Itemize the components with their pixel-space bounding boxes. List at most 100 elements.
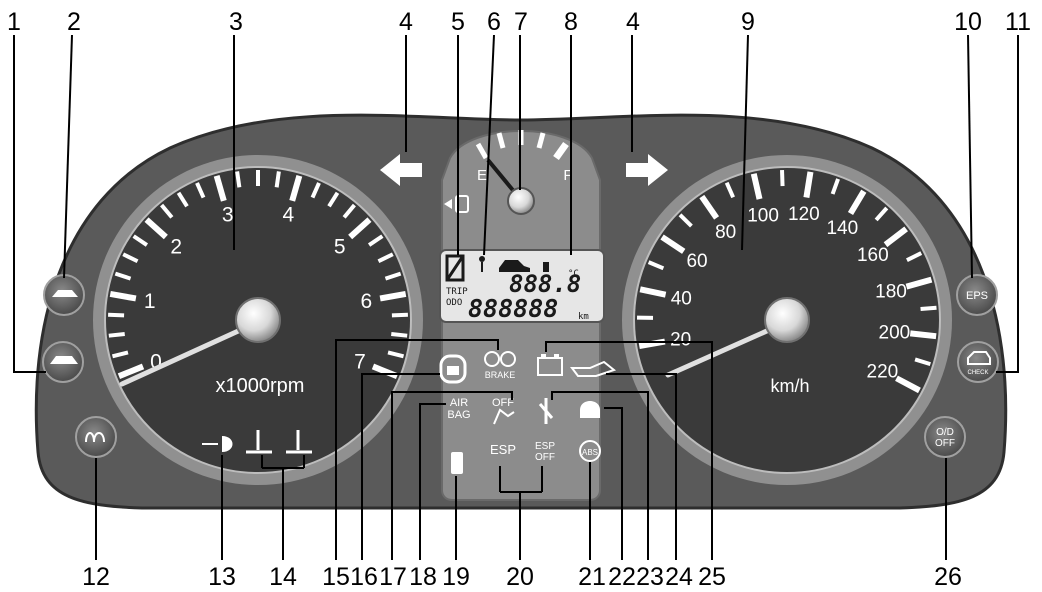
glow-plug-button[interactable]: [75, 416, 117, 458]
esp-label: ESP: [490, 442, 516, 457]
tachometer-hub: [235, 297, 281, 343]
check-engine-button[interactable]: [957, 341, 999, 383]
temperature-bar: [543, 262, 549, 272]
side-buttons: EPS CHECK O/D OFF: [42, 274, 999, 458]
lcd-display: 888.8 °C TRIP ODO 888888 km: [439, 249, 605, 323]
leader-16: [361, 373, 440, 560]
dial-minor-tick: [114, 271, 132, 281]
lcd-temp-digits: 888.8: [509, 270, 581, 298]
callout-number: 9: [741, 8, 755, 36]
airbag-off-label: OFF: [492, 397, 514, 409]
dial-major-tick: [699, 194, 720, 220]
dial-major-tick: [109, 290, 137, 302]
dial-major-tick: [847, 189, 867, 216]
leader-15: [335, 339, 499, 560]
dial-minor-tick: [235, 171, 242, 188]
door-ajar-icon: [439, 354, 467, 384]
fuel-hub: [507, 187, 535, 215]
vehicle-icon: [499, 260, 530, 272]
leader-17: [391, 391, 513, 560]
callout-number: 21: [578, 563, 606, 591]
leader-24: [606, 373, 677, 560]
fuel-tick: [475, 142, 489, 160]
coolant-temp-high-icon: [286, 430, 312, 454]
lcd-odo-unit: km: [578, 312, 589, 322]
tachometer-needle: [119, 319, 261, 387]
dial-minor-tick: [830, 178, 840, 195]
brake-warning-icon: BRAKE: [484, 351, 516, 380]
eps-button[interactable]: [956, 274, 998, 316]
fuel-door-arrow-icon: [444, 199, 452, 209]
eps-label: EPS: [966, 290, 988, 302]
coolant-temp-low-icon: [246, 430, 272, 454]
fuel-tick-full: [553, 141, 569, 161]
callout-number: 7: [514, 8, 528, 36]
callout-numbers: 1 2 3 4 5 6 7 8 4 9 10 11 12 13 14 15 16…: [7, 8, 1031, 591]
abs-label: ABS: [582, 448, 598, 457]
dial-minor-tick: [132, 234, 149, 247]
oil-pressure-icon: [570, 360, 617, 377]
dial-number: 60: [686, 251, 707, 272]
warning-lamps: BRAKE AIR BAG OFF ESP ESP OFF ABS: [439, 351, 617, 474]
dial-number: 80: [715, 222, 736, 243]
leader-22: [604, 407, 623, 560]
hood-open-icon: [50, 356, 78, 364]
callout-number: 4: [399, 8, 413, 36]
dial-number: 3: [222, 204, 234, 227]
callout-number: 24: [665, 563, 693, 591]
dial-minor-tick: [176, 191, 189, 208]
dial-minor-tick: [274, 171, 281, 188]
dial-major-tick: [213, 174, 227, 202]
tachometer-unit: x1000rpm: [216, 375, 305, 397]
esp-off-label-line1: ESP: [535, 441, 555, 452]
leader-20: [499, 466, 543, 560]
leader-11: [996, 35, 1019, 373]
dial-number: 40: [671, 289, 692, 310]
trip-computer-icon: [445, 254, 465, 282]
od-off-button[interactable]: [924, 416, 966, 458]
callout-number: 14: [269, 563, 297, 591]
leader-25: [545, 341, 713, 560]
dial-major-tick: [348, 217, 372, 240]
dial-number: 200: [879, 322, 911, 343]
dial-number: 6: [360, 290, 372, 313]
callout-number: 20: [506, 563, 534, 591]
dial-minor-tick: [780, 170, 785, 187]
leader-10: [967, 34, 973, 279]
speedometer-hub: [764, 297, 810, 343]
passenger-airbag-off-icon: OFF: [492, 397, 515, 425]
dial-minor-tick: [724, 181, 735, 199]
low-fuel-icon: [451, 452, 463, 474]
dial-number: 20: [670, 329, 691, 350]
callout-number: 25: [698, 563, 726, 591]
dial-minor-tick: [342, 203, 356, 219]
dial-number: 2: [170, 236, 182, 259]
leader-6: [483, 34, 495, 256]
fuel-tick: [536, 132, 546, 149]
dial-minor-tick: [391, 332, 408, 338]
check-engine-icon: [967, 351, 991, 365]
dial-minor-tick: [387, 350, 405, 359]
dial-number: 0: [150, 351, 162, 374]
dial-major-tick: [117, 363, 145, 379]
dial-minor-tick: [108, 332, 125, 338]
lcd-temp-unit: °C: [568, 269, 579, 279]
speedometer-ticks: [636, 170, 937, 394]
rear-fog-icon: [580, 401, 600, 418]
trunk-open-icon: [52, 290, 78, 297]
dial-minor-tick: [647, 260, 665, 271]
fuel-gauge: E F: [444, 130, 573, 215]
fuel-empty-label: E: [477, 167, 487, 184]
leader-18: [419, 403, 446, 560]
esp-off-label-line2: OFF: [535, 452, 555, 463]
callout-number: 12: [82, 563, 110, 591]
fuel-pump-icon: [455, 195, 469, 213]
dial-minor-tick: [122, 252, 139, 264]
callout-number: 23: [636, 563, 664, 591]
callout-number: 26: [934, 563, 962, 591]
dial-number: 160: [857, 245, 889, 266]
